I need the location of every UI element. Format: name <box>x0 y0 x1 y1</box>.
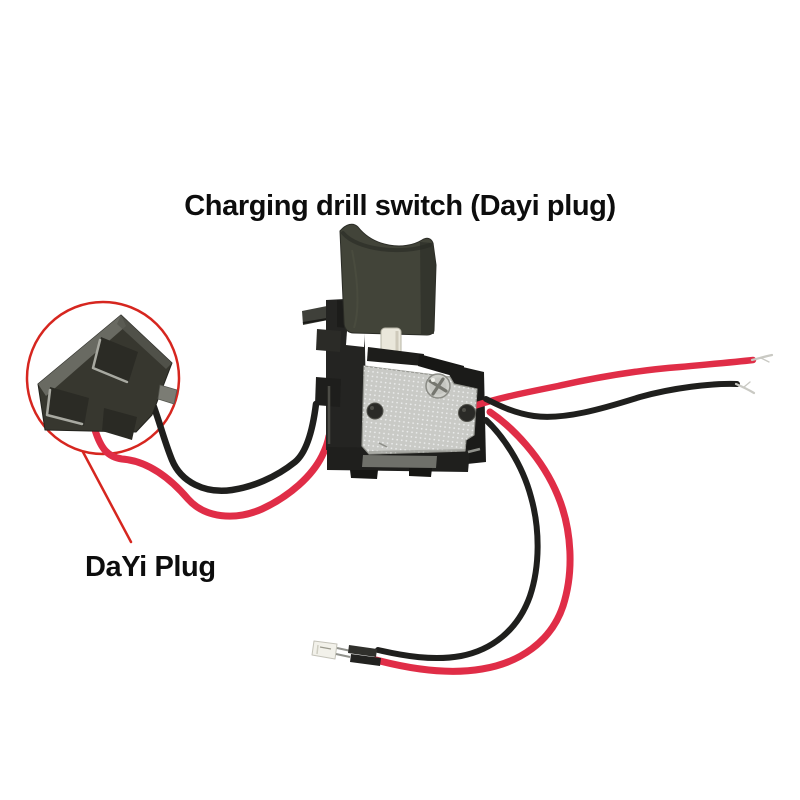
rivet-right-glint <box>462 408 466 412</box>
plug-wire-boot <box>102 408 137 440</box>
plate-bottom-shade <box>368 449 466 453</box>
connector-assembly <box>311 640 381 666</box>
plug-socket-left-rim <box>45 388 84 426</box>
dayi-plug <box>37 314 178 440</box>
mechanism-gap <box>346 331 365 347</box>
loop-red-wire <box>372 408 574 675</box>
connector-pin-2 <box>335 653 351 658</box>
crimp-sleeve-red <box>350 654 381 666</box>
switch-body <box>302 223 486 479</box>
rivet-right <box>458 404 476 422</box>
terminal-pin <box>467 447 481 454</box>
trigger-sheen <box>351 249 359 329</box>
plug-black-wire <box>146 393 320 494</box>
screw-glint <box>431 378 435 382</box>
callout-label: DaYi Plug <box>85 551 216 583</box>
callout-pointer-line <box>81 450 133 544</box>
contact-plate <box>361 365 478 455</box>
connector-detail-1 <box>316 644 319 655</box>
trigger-top-shadow <box>341 231 432 253</box>
black-wire-bare-tip <box>734 382 756 395</box>
base-foot-right <box>409 468 432 477</box>
red-wire-bare-tip <box>750 353 774 362</box>
housing-top-band-left <box>367 347 424 366</box>
plug-metal-clip <box>157 384 178 405</box>
plate-scratch <box>378 442 388 448</box>
bare-wire-tips <box>734 353 774 395</box>
page-title: Charging drill switch (Dayi plug) <box>184 190 616 222</box>
trigger <box>339 223 437 336</box>
trigger-side-shade <box>420 242 436 334</box>
rivet-left <box>366 402 384 420</box>
lever-shadow <box>302 318 328 324</box>
plug-right-edge <box>117 315 172 369</box>
rivet-left-glint <box>370 406 374 410</box>
mechanism-step-upper <box>316 329 341 352</box>
switch-base-gray-strip <box>362 455 437 468</box>
connector-body <box>311 640 338 660</box>
loop-black-wire <box>375 417 541 662</box>
screw-slot-2 <box>431 377 445 396</box>
connector-detail-2 <box>319 646 332 650</box>
callout-circle <box>25 300 181 456</box>
plug-red-wire <box>91 426 333 520</box>
upper-red-wire <box>470 356 757 410</box>
plug-top-face <box>38 315 126 396</box>
plug-socket-right-rim <box>91 338 129 384</box>
upper-black-wire <box>483 380 740 420</box>
crimp-sleeve-black <box>348 645 377 657</box>
black-wire-bare-strand <box>743 381 751 388</box>
red-wire-bare-strand <box>760 357 770 363</box>
callout-annotation <box>25 300 181 544</box>
plug-wires <box>91 393 333 520</box>
base-foot-left <box>350 470 378 479</box>
switch-wires <box>372 356 757 675</box>
